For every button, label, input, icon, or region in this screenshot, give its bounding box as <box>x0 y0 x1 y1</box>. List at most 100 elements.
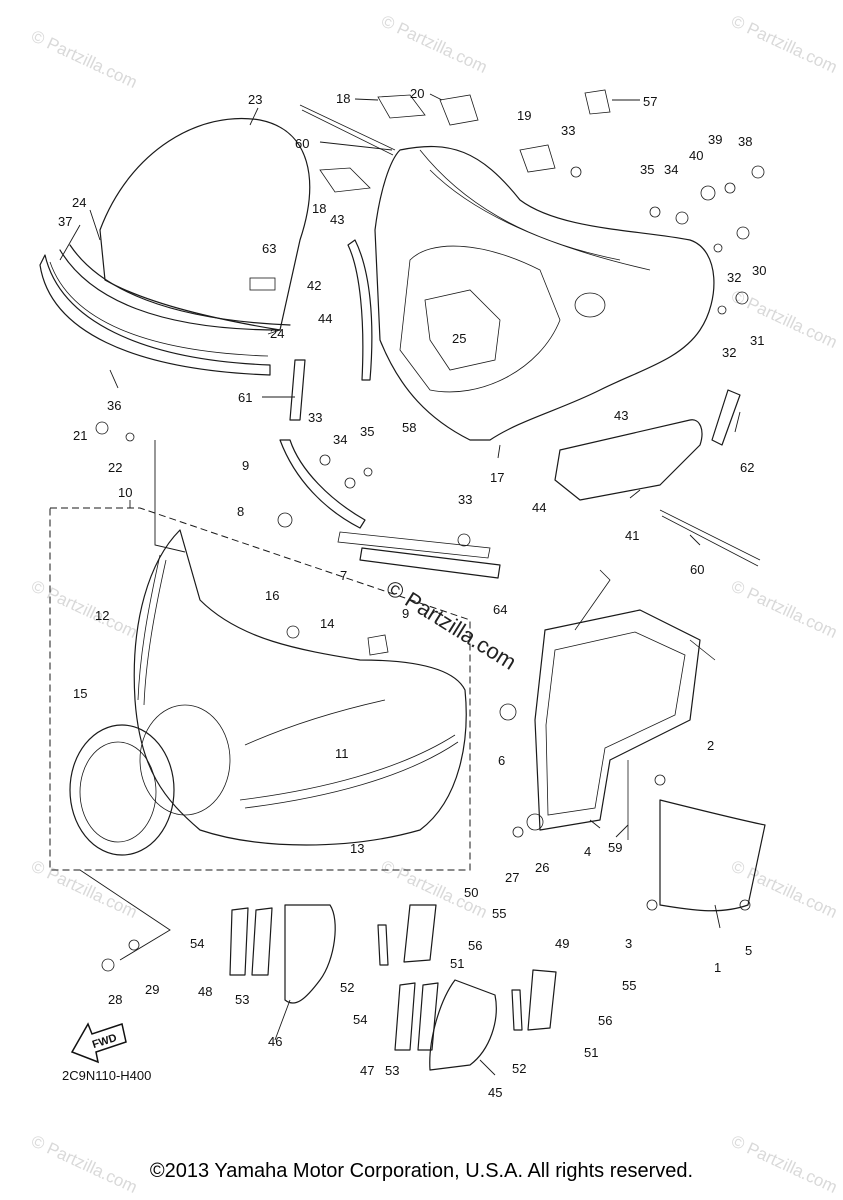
watermark: © Partzilla.com <box>728 11 840 77</box>
watermark: © Partzilla.com <box>28 26 140 92</box>
grommet <box>526 813 544 831</box>
bolt <box>739 899 751 911</box>
bracket <box>367 634 389 656</box>
forward-arrow-icon: FWD <box>70 1022 127 1064</box>
callout: 28 <box>108 992 122 1007</box>
headlight-rim-inner <box>79 741 157 843</box>
callout: 57 <box>643 94 657 109</box>
washer <box>649 206 661 218</box>
bolt <box>675 211 689 225</box>
nut <box>319 454 331 466</box>
hardware <box>95 165 765 972</box>
collar <box>512 826 524 838</box>
fairing-side-trim <box>347 239 373 381</box>
pad <box>319 167 371 193</box>
bolt <box>751 165 765 179</box>
callout: 29 <box>145 982 159 997</box>
callout: 50 <box>464 885 478 900</box>
callout: 41 <box>625 528 639 543</box>
strap <box>377 924 389 966</box>
stay <box>403 904 437 963</box>
callout: 53 <box>385 1063 399 1078</box>
callout: 24 <box>72 195 86 210</box>
callout: 35 <box>360 424 374 439</box>
callout: 23 <box>248 92 262 107</box>
callout: 22 <box>108 460 122 475</box>
callout: 49 <box>555 936 569 951</box>
callout: 34 <box>664 162 678 177</box>
callout: 32 <box>722 345 736 360</box>
inner-panel-hole <box>574 292 606 318</box>
inner-panel-ridge <box>419 149 651 271</box>
lower-cover-right <box>429 979 497 1071</box>
callout: 40 <box>689 148 703 163</box>
callout: 39 <box>708 132 722 147</box>
callout: 18 <box>336 91 350 106</box>
headlight-rim <box>69 724 175 856</box>
callout: 24 <box>270 326 284 341</box>
callout: 47 <box>360 1063 374 1078</box>
callout: 25 <box>452 331 466 346</box>
callout: 42 <box>307 278 321 293</box>
callout: 48 <box>198 984 212 999</box>
callout: 1 <box>714 960 721 975</box>
stay-bracket-2 <box>337 531 491 559</box>
callout: 46 <box>268 1034 282 1049</box>
callout: 20 <box>410 86 424 101</box>
callout: 33 <box>561 123 575 138</box>
callout: 13 <box>350 841 364 856</box>
callout: 11 <box>335 746 349 761</box>
callout: 52 <box>512 1061 526 1076</box>
callout: 15 <box>73 686 87 701</box>
windshield-molding <box>39 254 271 376</box>
callout: 16 <box>265 588 279 603</box>
callout: 43 <box>330 212 344 227</box>
inner-fairing-panel <box>374 145 715 441</box>
callout: 19 <box>517 108 531 123</box>
callout: 63 <box>262 241 276 256</box>
callout: 45 <box>488 1085 502 1100</box>
lower-stay <box>659 799 766 912</box>
fairing-highlight <box>244 699 386 746</box>
windshield-trim <box>59 244 291 331</box>
callout: 18 <box>312 201 326 216</box>
callout: 56 <box>468 938 482 953</box>
callout: 52 <box>340 980 354 995</box>
callout: 58 <box>402 420 416 435</box>
fairing-molding <box>239 734 456 801</box>
fairing-frame <box>534 609 701 831</box>
callout: 60 <box>295 136 309 151</box>
plate <box>229 907 249 976</box>
headlight-opening <box>139 704 231 816</box>
callout: 37 <box>58 214 72 229</box>
callout: 60 <box>690 562 704 577</box>
callout: 7 <box>340 568 347 583</box>
fairing-side-molding <box>137 554 167 706</box>
callout: 59 <box>608 840 622 855</box>
diagram-code: 2C9N110-H400 <box>62 1068 152 1083</box>
callout: 21 <box>73 428 87 443</box>
washer <box>713 243 723 253</box>
plate <box>251 907 273 976</box>
callout: 34 <box>333 432 347 447</box>
bolt <box>654 774 666 786</box>
washer <box>363 467 373 477</box>
outer-fairing <box>133 529 467 846</box>
washer <box>125 432 135 442</box>
callout: 62 <box>740 460 754 475</box>
callout: 44 <box>318 311 332 326</box>
callout: 3 <box>625 936 632 951</box>
callout: 32 <box>727 270 741 285</box>
callout: 6 <box>498 753 505 768</box>
callout: 26 <box>535 860 549 875</box>
fairing-frame-arm <box>574 569 716 661</box>
trim-left <box>289 359 306 421</box>
callout: 10 <box>118 485 132 500</box>
bolt <box>736 226 750 240</box>
windshield-label <box>249 277 276 291</box>
plate <box>417 982 439 1051</box>
bracket-plate <box>424 289 501 371</box>
callout: 43 <box>614 408 628 423</box>
gasket <box>519 144 556 173</box>
